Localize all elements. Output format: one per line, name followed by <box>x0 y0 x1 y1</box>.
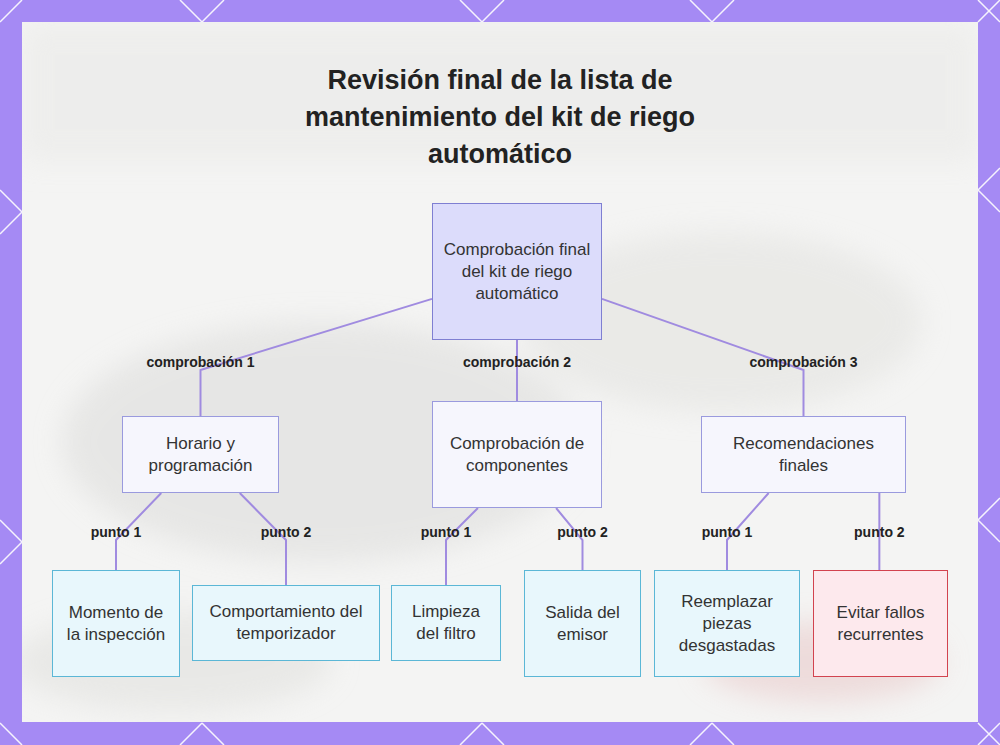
edge-label: punto 1 <box>91 524 142 540</box>
node-text: Comprobación final del kit de riego auto… <box>443 239 591 305</box>
process-box: Reemplazar piezas desgastadas <box>654 570 800 677</box>
edge-label: punto 1 <box>421 524 472 540</box>
edge-label: comprobación 1 <box>146 354 254 370</box>
connector-line <box>446 508 478 585</box>
node-text: Horario y programación <box>133 433 268 477</box>
edge-label: punto 2 <box>261 524 312 540</box>
node-text: Comportamiento del temporizador <box>203 601 369 645</box>
process-box: Recomendaciones finales <box>701 416 906 493</box>
process-box: Horario y programación <box>122 416 279 493</box>
node-text: Evitar fallos recurrentes <box>824 602 937 646</box>
node-text: Salida del emisor <box>535 602 630 646</box>
process-box: Evitar fallos recurrentes <box>813 570 948 677</box>
node-text: Limpieza del filtro <box>402 601 490 645</box>
process-box: Comportamiento del temporizador <box>192 585 380 661</box>
edge-label: comprobación 3 <box>749 354 857 370</box>
process-box: Momento de la inspección <box>52 570 180 677</box>
edge-label: punto 2 <box>854 524 905 540</box>
node-text: Comprobación de componentes <box>443 433 591 477</box>
edge-label: punto 2 <box>557 524 608 540</box>
diagram-title: Revisión final de la lista de mantenimie… <box>250 62 750 173</box>
node-text: Recomendaciones finales <box>712 433 895 477</box>
connector-line <box>516 340 518 401</box>
process-box: Limpieza del filtro <box>391 585 501 661</box>
process-box: Comprobación de componentes <box>432 401 602 508</box>
edge-label: punto 1 <box>702 524 753 540</box>
edge-label: comprobación 2 <box>463 354 571 370</box>
node-text: Momento de la inspección <box>63 602 169 646</box>
root-box: Comprobación final del kit de riego auto… <box>432 203 602 340</box>
node-text: Reemplazar piezas desgastadas <box>665 591 789 657</box>
process-box: Salida del emisor <box>524 570 641 677</box>
